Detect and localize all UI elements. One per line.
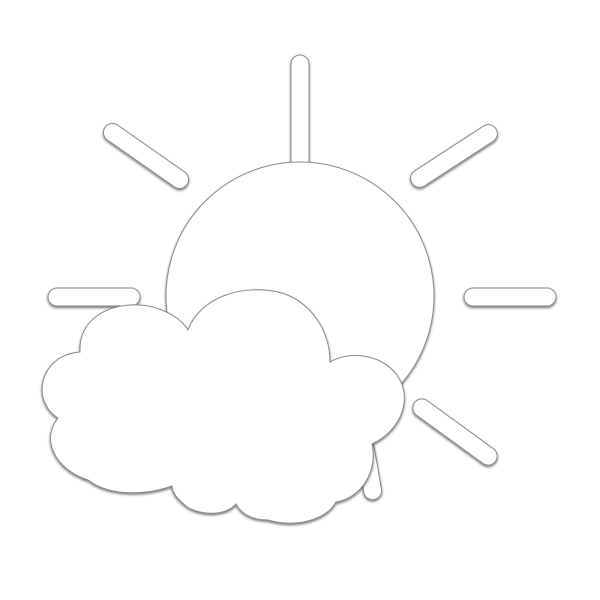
sun-ray-top-right (410, 124, 498, 188)
sun-ray-top (290, 54, 310, 176)
cloud-icon (41, 289, 405, 524)
sun-ray-top-left (102, 122, 190, 190)
sun-ray-bottom-right (412, 398, 498, 466)
sun-ray-left (47, 287, 141, 307)
sun-ray-right (463, 287, 557, 307)
cloud-shape (41, 289, 405, 524)
